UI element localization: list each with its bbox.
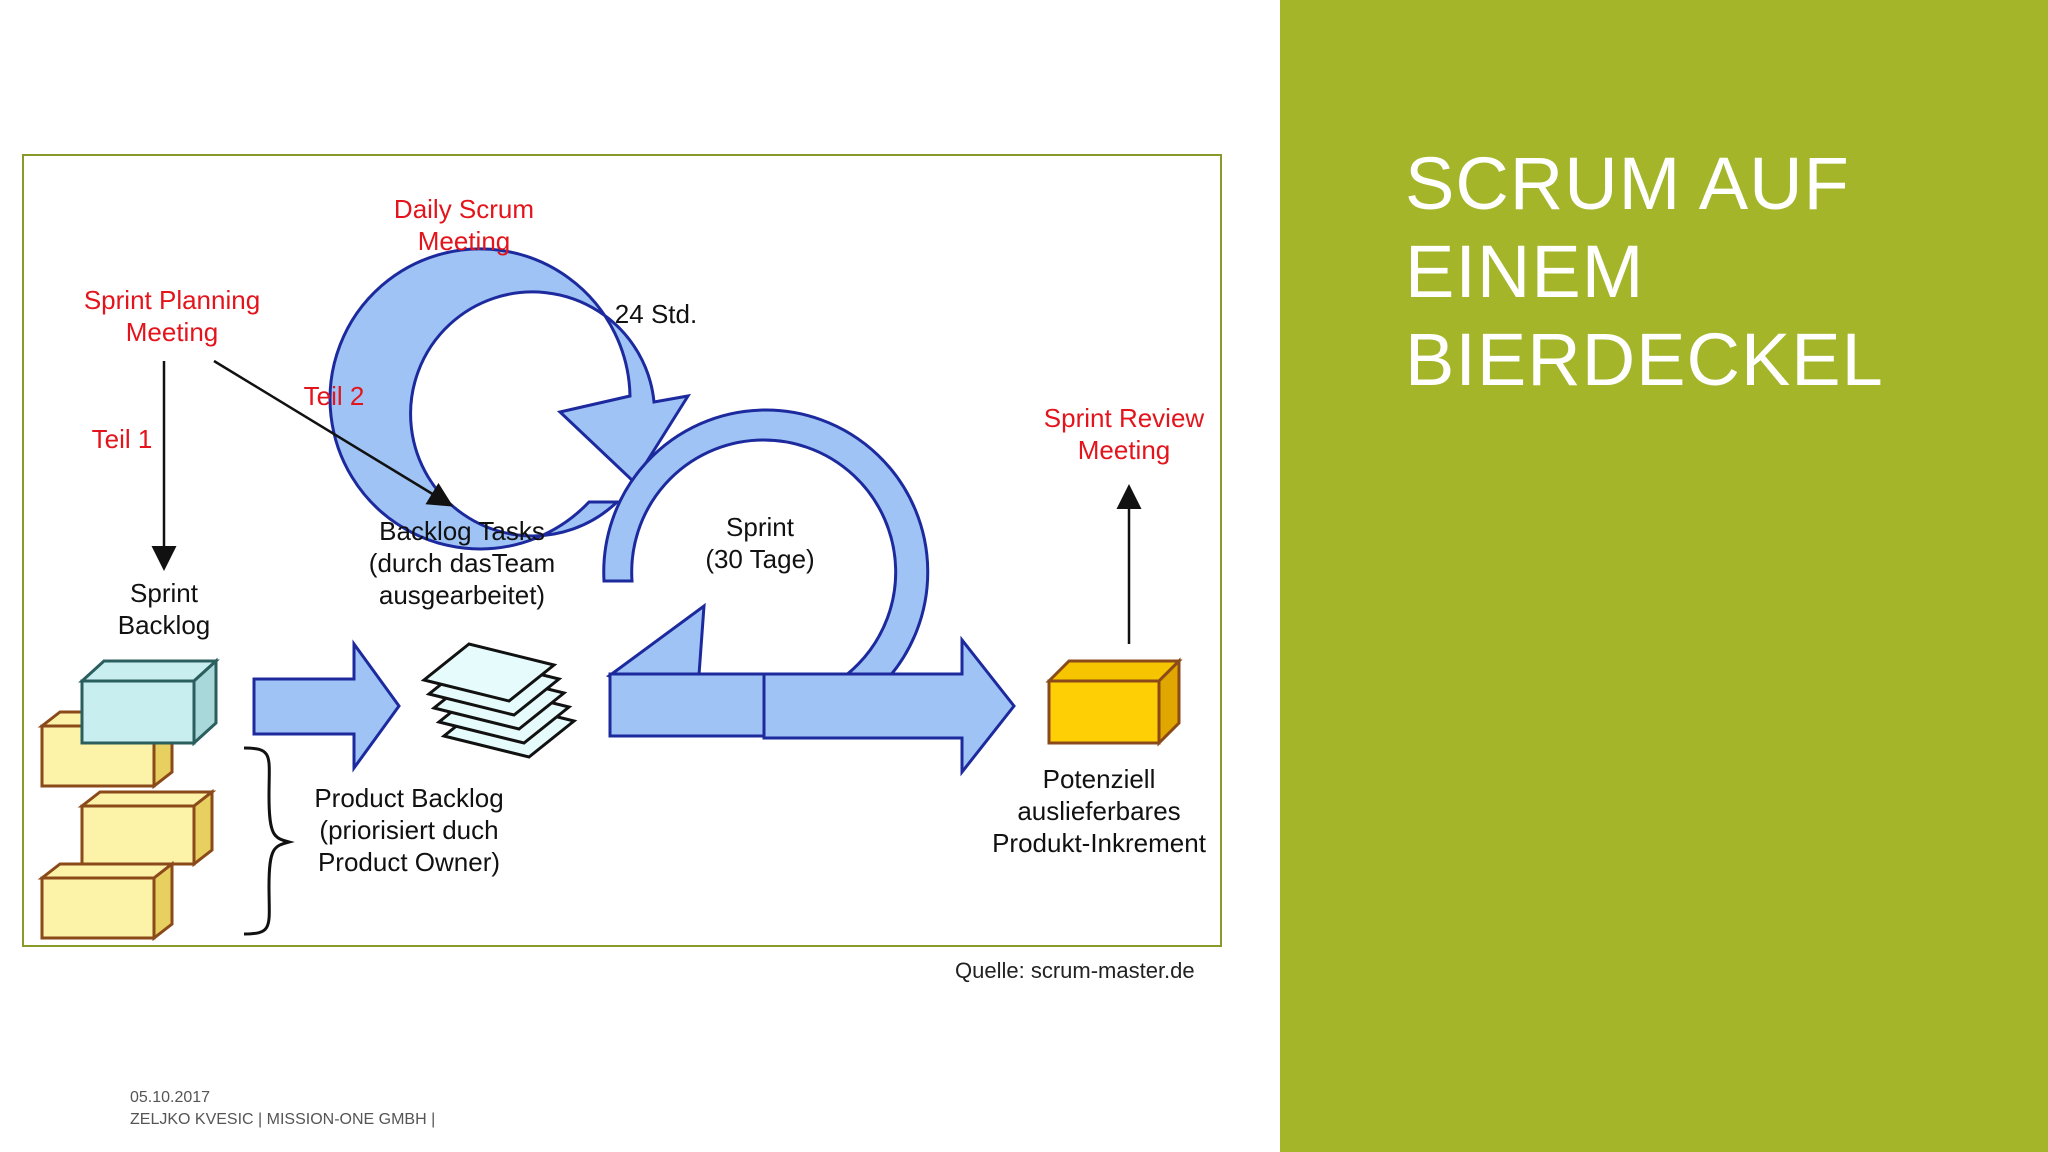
slide-title: SCRUM AUF EINEM BIERDECKEL — [1405, 140, 2005, 404]
title-panel — [1280, 0, 2048, 1152]
flow-arrow-1 — [252, 639, 401, 773]
sprint-backlog-label-1: Sprint — [130, 578, 199, 608]
teil1-label: Teil 1 — [92, 424, 153, 454]
sprint-review-label-1: Sprint Review — [1044, 403, 1205, 433]
flow-arrow-2 — [762, 635, 1016, 777]
backlog-tasks-stack — [420, 642, 578, 759]
product-backlog-label-2: (priorisiert duch — [319, 815, 498, 845]
sprint-cycle-arrow — [602, 408, 930, 736]
scrum-diagram: Daily Scrum Meeting Sprint Planning Meet… — [22, 154, 1222, 947]
arrow-teil2 — [213, 359, 454, 507]
increment-box — [1045, 657, 1183, 747]
product-backlog-label-1: Product Backlog — [314, 783, 503, 813]
increment-label-2: auslieferbares — [1017, 796, 1180, 826]
daily-scrum-label-2: Meeting — [418, 226, 511, 256]
increment-label-1: Potenziell — [1043, 764, 1156, 794]
title-line-1: SCRUM AUF — [1405, 142, 1850, 225]
footer-author: ZELJKO KVESIC | MISSION-ONE GMBH | — [130, 1111, 436, 1128]
product-backlog-label-3: Product Owner) — [318, 847, 500, 877]
daily-scrum-label-1: Daily Scrum — [394, 194, 534, 224]
backlog-tasks-label-1: Backlog Tasks — [379, 516, 545, 546]
source-caption: Quelle: scrum-master.de — [955, 958, 1195, 983]
daily-cycle-arrow — [328, 247, 692, 551]
product-backlog-brace — [243, 746, 295, 936]
sprint-label-2: (30 Tage) — [705, 544, 814, 574]
increment-label-3: Produkt-Inkrement — [992, 828, 1207, 858]
sprint-backlog-label-2: Backlog — [118, 610, 211, 640]
sprint-planning-label-1: Sprint Planning — [84, 285, 260, 315]
teil2-label: Teil 2 — [304, 381, 365, 411]
title-line-3: BIERDECKEL — [1405, 318, 1884, 401]
footer-date: 05.10.2017 — [130, 1089, 211, 1106]
product-backlog-boxes — [37, 708, 217, 942]
backlog-tasks-label-3: ausgearbeitet) — [379, 580, 545, 610]
title-line-2: EINEM — [1405, 230, 1645, 313]
sprint-backlog-box — [78, 657, 220, 747]
sprint-review-label-2: Meeting — [1078, 435, 1171, 465]
hours-label: 24 Std. — [615, 299, 697, 329]
backlog-tasks-label-2: (durch dasTeam — [369, 548, 555, 578]
sprint-planning-label-2: Meeting — [126, 317, 219, 347]
sprint-label-1: Sprint — [726, 512, 795, 542]
sprint-input-block — [608, 672, 772, 738]
slide-footer: 05.10.2017 ZELJKO KVESIC | MISSION-ONE G… — [130, 1087, 435, 1131]
scrum-diagram-svg: Daily Scrum Meeting Sprint Planning Meet… — [37, 194, 1207, 942]
